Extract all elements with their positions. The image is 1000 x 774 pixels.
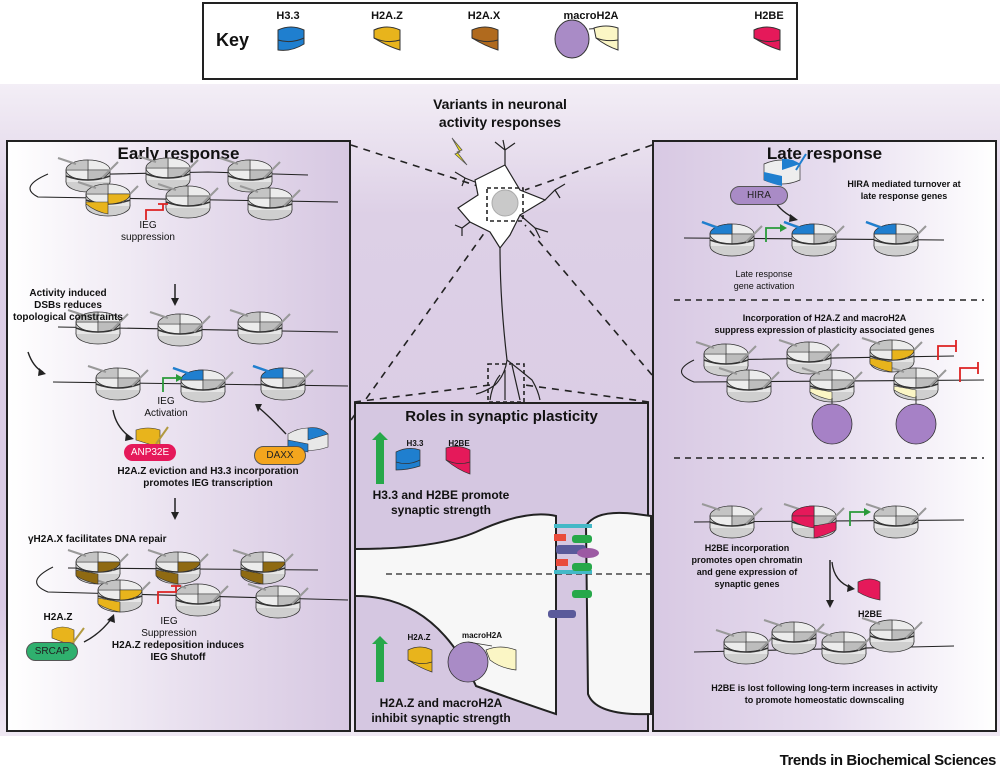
- h2be-lost-label: H2BE: [857, 609, 882, 619]
- synaptic-plasticity-panel: Roles in synaptic plasticity H3.3 H2BE H…: [354, 402, 652, 732]
- late-activation-line1: Late response: [735, 269, 793, 279]
- h2ax-histone-icon: [471, 26, 499, 51]
- early-chromatin-diagrams: [27, 155, 349, 647]
- late-activation-line2: gene activation: [733, 281, 795, 291]
- h2be-lost-annotation: H2BE is lost following long-term increas…: [654, 682, 995, 706]
- redeposition-line1: H2A.Z redeposition induces: [111, 640, 245, 651]
- incorporation-line2: suppress expression of plasticity associ…: [714, 325, 935, 335]
- h2be-line2: promotes open chromatin: [691, 555, 803, 565]
- h2az-free-label: H2A.Z: [43, 612, 73, 623]
- dsb-line2: DSBs reduces: [34, 300, 102, 311]
- early-response-panel: Early response: [6, 140, 351, 732]
- eviction-line2: promotes IEG transcription: [143, 478, 273, 489]
- key-label: Key: [216, 30, 250, 50]
- h33-histone-icon: [277, 26, 305, 51]
- macroh2a-histone-icon: [554, 19, 619, 59]
- dendrites: [454, 139, 566, 401]
- lost-line1: H2BE is lost following long-term increas…: [711, 683, 938, 693]
- synapse-illustration: [355, 432, 652, 716]
- incorporation-line1: Incorporation of H2A.Z and macroH2A: [742, 313, 907, 323]
- ieg-suppression2-line2: Suppression: [141, 628, 197, 639]
- macroh2a-macro-domain-icon: [447, 641, 489, 683]
- h2be-histone-icon: [753, 26, 781, 51]
- key-h2ax-label: H2A.X: [467, 10, 501, 22]
- h2az-icon: [407, 646, 433, 673]
- ieg-suppression-line1: IEG: [139, 220, 157, 231]
- roles-h2az-label: H2A.Z: [407, 633, 431, 642]
- ieg-activation-line1: IEG: [157, 396, 175, 407]
- projection-lines: [350, 144, 653, 421]
- h2az-histone-icon: [373, 26, 401, 51]
- macroh2a-histone-fold-icon: [485, 646, 517, 671]
- roles-h33-label: H3.3: [406, 439, 424, 448]
- anp32e-chaperone: ANP32E: [124, 444, 176, 461]
- late-response-panel: Late response: [652, 140, 997, 732]
- roles-macroh2a-label: macroH2A: [461, 631, 502, 640]
- hira-annotation: HIRA mediated turnover at late response g…: [834, 178, 974, 202]
- promote-line2: synaptic strength: [390, 503, 492, 517]
- journal-credit: Trends in Biochemical Sciences: [779, 752, 997, 769]
- daxx-chaperone: DAXX: [254, 446, 306, 465]
- late-response-title: Late response: [766, 144, 883, 163]
- center-title-line2: activity responses: [438, 114, 562, 130]
- ieg-suppression-line2: suppression: [121, 232, 175, 243]
- key-h2az-label: H2A.Z: [371, 10, 403, 22]
- gamma-h2ax-annotation: γH2A.X facilitates DNA repair: [28, 534, 167, 545]
- key-legend: Key H3.3 H2A.Z H2A.X macroH2A H2BE: [202, 2, 798, 80]
- key-macroh2a-label: macroH2A: [563, 10, 619, 22]
- h2be-incorporation-annotation: H2BE incorporation promotes open chromati…: [682, 542, 812, 590]
- h2be-line3: and gene expression of: [696, 567, 798, 577]
- synaptic-plasticity-title: Roles in synaptic plasticity: [405, 408, 598, 425]
- dsb-line3: topological constraints: [12, 312, 123, 323]
- eviction-line1: H2A.Z eviction and H3.3 incorporation: [117, 466, 299, 477]
- hira-line1: HIRA mediated turnover at: [847, 179, 961, 189]
- h2be-line4: synaptic genes: [714, 579, 780, 589]
- soma-zoom-box: [486, 187, 524, 222]
- roles-h2be-label: H2BE: [448, 439, 470, 448]
- hira-line2: late response genes: [860, 191, 948, 201]
- lightning-bolt-icon: [451, 137, 468, 166]
- hira-chaperone: HIRA: [730, 186, 788, 205]
- inhibit-line2: inhibit synaptic strength: [371, 711, 511, 725]
- dsb-line1: Activity induced: [29, 288, 107, 299]
- inhibit-line1: H2A.Z and macroH2A: [379, 696, 503, 710]
- key-h2be-label: H2BE: [754, 10, 784, 22]
- key-h33-label: H3.3: [276, 10, 300, 22]
- ieg-suppression2-line1: IEG: [160, 616, 178, 627]
- incorporation-annotation: Incorporation of H2A.Z and macroH2A suppr…: [654, 312, 995, 336]
- h33-icon: [395, 448, 421, 471]
- center-title-line1: Variants in neuronal: [433, 96, 567, 112]
- early-response-title: Early response: [117, 144, 240, 163]
- redeposition-line2: IEG Shutoff: [150, 652, 206, 663]
- h2be-icon: [445, 446, 471, 475]
- srcap-complex: SRCAP: [26, 642, 78, 661]
- lost-line2: to promote homeostatic downscaling: [744, 695, 905, 705]
- h2be-line1: H2BE incorporation: [704, 543, 790, 553]
- neuron-nucleus: [491, 189, 519, 217]
- late-chromatin-diagrams: [674, 153, 985, 665]
- late-activation-label: Late response gene activation: [704, 268, 824, 292]
- ieg-activation-line2: Activation: [144, 408, 188, 419]
- promote-line1: H3.3 and H2BE promote: [372, 488, 510, 502]
- up-arrow-promote-icon: [372, 432, 388, 484]
- center-title: Variants in neuronal activity responses: [410, 95, 590, 131]
- up-arrow-inhibit-icon: [372, 636, 388, 682]
